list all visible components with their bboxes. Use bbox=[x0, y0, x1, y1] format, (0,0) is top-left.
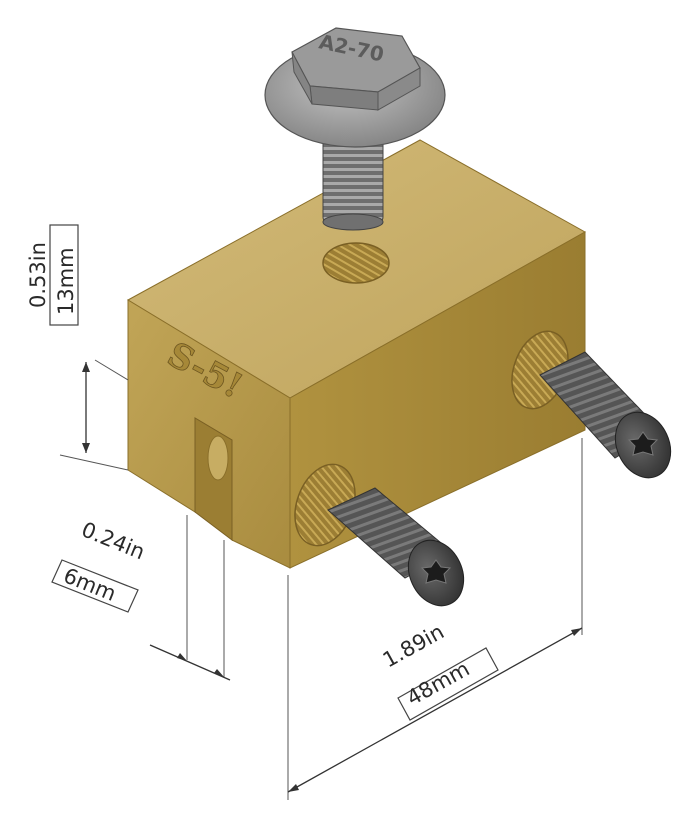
dimension-slot-imperial: 0.24in bbox=[78, 517, 148, 564]
torx-icon bbox=[627, 431, 659, 456]
dimension-slot: 0.24in 6mm bbox=[51, 515, 231, 681]
dimension-slot-bracket bbox=[51, 559, 139, 613]
slot-bore bbox=[207, 435, 229, 481]
dimension-length-bracket bbox=[397, 647, 499, 721]
dimension-height-metric: 13mm bbox=[54, 247, 78, 315]
top-threaded-hole bbox=[322, 242, 390, 284]
set-screw-front bbox=[327, 487, 465, 607]
hex-flange-bolt: A2-70 bbox=[264, 27, 446, 231]
bolt-shank bbox=[322, 134, 384, 224]
dimension-length-imperial: 1.89in bbox=[379, 619, 448, 672]
dimension-slot-metric: 6mm bbox=[60, 563, 119, 606]
brass-block: S-5! bbox=[126, 139, 587, 569]
dimension-height-imperial: 0.53in bbox=[26, 242, 50, 308]
dimension-height-bracket bbox=[49, 224, 79, 326]
slot-interior bbox=[194, 417, 233, 542]
dimension-height: 0.53in 13mm bbox=[26, 224, 129, 471]
dimension-length-metric: 48mm bbox=[403, 657, 474, 711]
set-screw-rear bbox=[539, 351, 672, 479]
torx-icon bbox=[420, 559, 452, 584]
